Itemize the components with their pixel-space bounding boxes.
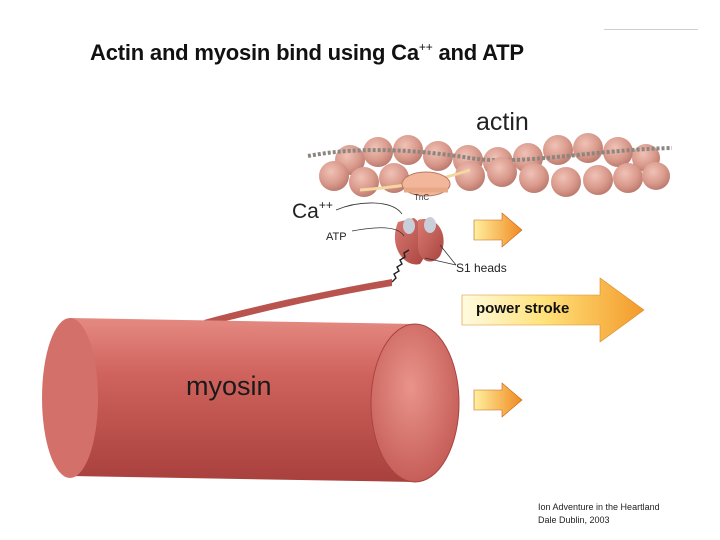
source-credit: Ion Adventure in the Heartland Dale Dubl…	[538, 501, 660, 527]
s1-heads	[391, 217, 444, 283]
myosin-rod	[204, 279, 392, 326]
tropomyosin-strand	[307, 146, 673, 163]
credit-line-1: Ion Adventure in the Heartland	[538, 502, 660, 512]
credit-line-2: Dale Dublin, 2003	[538, 515, 610, 525]
annotation-lines	[335, 202, 457, 266]
atp-label: ATP	[326, 231, 347, 243]
actin-label: actin	[476, 108, 529, 136]
tnc-label: TnC	[414, 193, 430, 202]
actin-filament	[307, 133, 673, 197]
s1-neck-spring	[391, 249, 410, 283]
small-arrow-bottom	[473, 382, 523, 418]
power-stroke-label: power stroke	[476, 300, 570, 317]
slide-title: Actin and myosin bind using Ca++ and ATP	[90, 40, 524, 65]
power-stroke-arrow	[461, 277, 645, 343]
myosin-cylinder-end	[370, 323, 460, 483]
myosin-thick-filament	[42, 318, 460, 483]
s1-head-right	[418, 218, 444, 262]
small-arrow-top	[473, 212, 523, 248]
myosin-label: myosin	[186, 371, 272, 401]
calcium-label: Ca++	[292, 198, 333, 223]
s1-heads-label: S1 heads	[456, 261, 507, 275]
top-rule	[604, 29, 698, 30]
